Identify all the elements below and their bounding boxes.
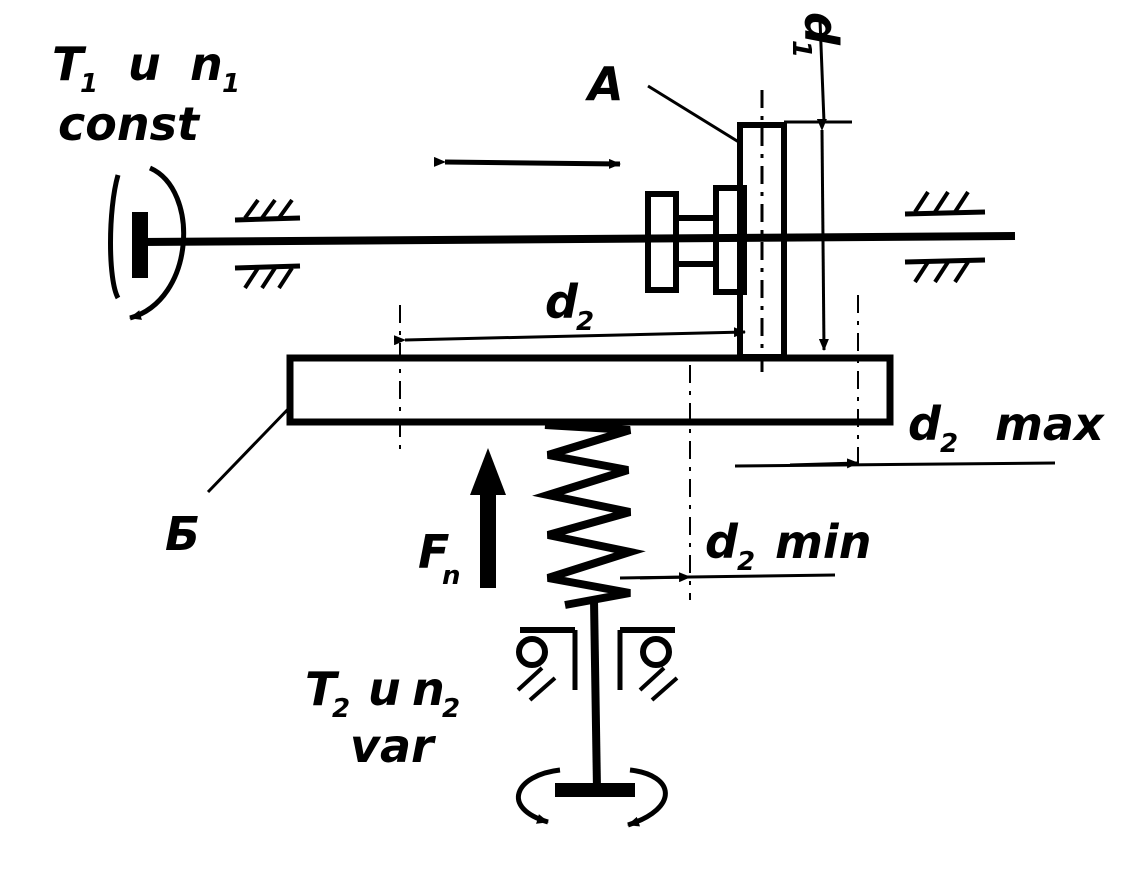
svg-text:2: 2	[737, 547, 755, 577]
leader-b	[206, 403, 294, 494]
svg-text:n: n	[190, 37, 223, 91]
pressing-force-arrow	[470, 448, 506, 588]
label-d2-min: d 2 min	[705, 515, 871, 577]
svg-text:d: d	[908, 397, 942, 451]
svg-text:u: u	[128, 37, 161, 91]
input-handwheel	[132, 212, 148, 278]
sliding-hub	[645, 185, 747, 295]
svg-text:T: T	[52, 37, 87, 91]
label-t2-n2: T 2 u n 2	[305, 662, 460, 724]
label-t1-n1: T 1 u n 1	[52, 37, 240, 99]
pressure-spring-icon	[532, 421, 646, 609]
svg-text:2: 2	[442, 694, 460, 724]
svg-text:1: 1	[222, 69, 240, 99]
label-d2: d 2	[545, 275, 594, 337]
svg-text:u: u	[368, 662, 401, 716]
label-fn: F n	[418, 525, 461, 591]
dimension-d2-max	[734, 458, 1056, 469]
svg-text:n: n	[412, 662, 445, 716]
svg-text:d: d	[705, 515, 739, 569]
label-const: const	[58, 97, 201, 151]
svg-text:2: 2	[940, 429, 958, 459]
svg-text:d: d	[794, 12, 848, 46]
svg-text:1: 1	[80, 69, 98, 99]
svg-text:F: F	[418, 525, 449, 579]
label-var: var	[350, 719, 437, 773]
svg-text:2: 2	[332, 694, 350, 724]
svg-text:2: 2	[576, 307, 594, 337]
output-handwheel	[555, 783, 635, 797]
axial-movement-arrow	[433, 156, 621, 169]
input-shaft	[108, 165, 1016, 321]
friction-disc-b	[286, 295, 894, 600]
svg-text:max: max	[995, 397, 1105, 451]
svg-text:1: 1	[786, 40, 816, 58]
right-bearing-icon	[904, 190, 986, 284]
label-a: A	[585, 57, 624, 111]
svg-text:d: d	[545, 275, 579, 329]
dimension-d2-min	[619, 572, 836, 583]
label-b: Б	[165, 507, 200, 561]
svg-text:min: min	[775, 515, 871, 569]
label-d1: d 1	[786, 12, 848, 58]
output-shaft	[515, 421, 679, 828]
svg-text:T: T	[305, 662, 340, 716]
svg-text:n: n	[442, 561, 461, 591]
label-d2-max: d 2 max	[908, 397, 1105, 459]
dimension-d2	[393, 327, 746, 346]
leader-a	[647, 84, 743, 146]
input-rotation-arrow	[129, 165, 187, 321]
dimension-d1	[784, 19, 852, 351]
output-rotation-arrow	[515, 767, 561, 825]
left-bearing-icon	[234, 198, 301, 290]
